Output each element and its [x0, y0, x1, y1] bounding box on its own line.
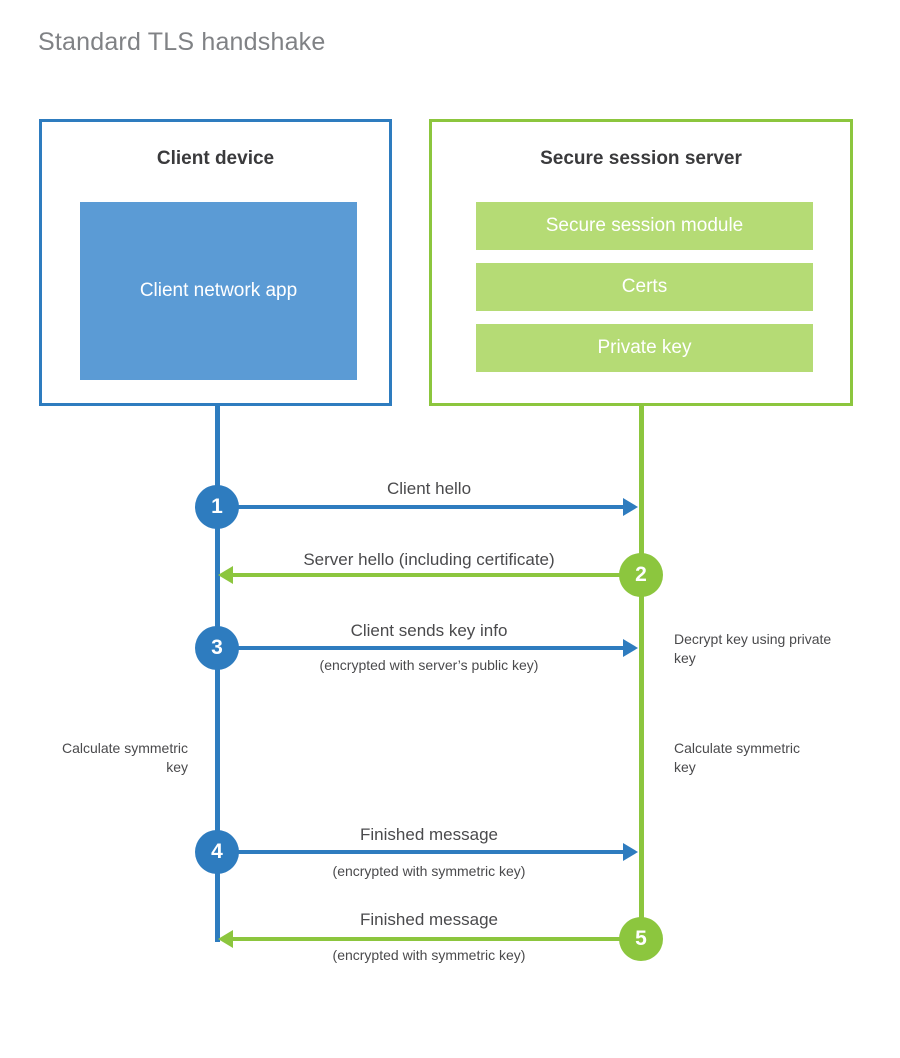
step-3-arrow-head-icon [623, 639, 638, 657]
step-1-number-badge: 1 [195, 485, 239, 529]
step-2-arrow-line [233, 573, 623, 577]
client-device-box: Client device Client network app [39, 119, 392, 406]
step-2-arrow-head-icon [218, 566, 233, 584]
step-1-arrow-head-icon [623, 498, 638, 516]
step-3-message-label: Client sends key info [350, 621, 508, 640]
step-5-arrow-line [233, 937, 623, 941]
client-device-title: Client device [156, 148, 275, 169]
step-2-number-badge: 2 [619, 553, 663, 597]
server-component-private-key: Private key [476, 324, 813, 372]
step-1-message-label: Client hello [386, 479, 472, 498]
client-network-app-block: Client network app [80, 202, 357, 380]
step-4-arrow-line [219, 850, 623, 854]
step-3-arrow-line [219, 646, 623, 650]
step-5-number-badge: 5 [619, 917, 663, 961]
annotation-calculate-symmetric-key-client: Calculate symmetric key [61, 740, 188, 775]
step-5-arrow-head-icon [218, 930, 233, 948]
step-4-number-badge: 4 [195, 830, 239, 874]
step-5-message-label: Finished message [360, 910, 498, 929]
step-5-message-sublabel: (encrypted with symmetric key) [332, 947, 526, 963]
step-4-arrow-head-icon [623, 843, 638, 861]
server-components-list: Secure session module Certs Private key [476, 202, 813, 372]
annotation-decrypt-key: Decrypt key using private key [674, 631, 832, 666]
step-3-number-badge: 3 [195, 626, 239, 670]
step-4-message-sublabel: (encrypted with symmetric key) [332, 863, 526, 879]
client-lifeline [215, 406, 220, 942]
step-1-arrow-line [219, 505, 623, 509]
secure-session-server-title: Secure session server [540, 148, 742, 169]
step-3-message-sublabel: (encrypted with server’s public key) [319, 657, 539, 673]
annotation-calculate-symmetric-key-server: Calculate symmetric key [674, 740, 801, 775]
server-lifeline [639, 406, 644, 942]
secure-session-server-box: Secure session server Secure session mod… [429, 119, 853, 406]
server-component-certs: Certs [476, 263, 813, 311]
page-title: Standard TLS handshake [38, 28, 326, 56]
server-component-secure-session-module: Secure session module [476, 202, 813, 250]
step-4-message-label: Finished message [360, 825, 498, 844]
step-2-message-label: Server hello (including certificate) [303, 550, 555, 569]
